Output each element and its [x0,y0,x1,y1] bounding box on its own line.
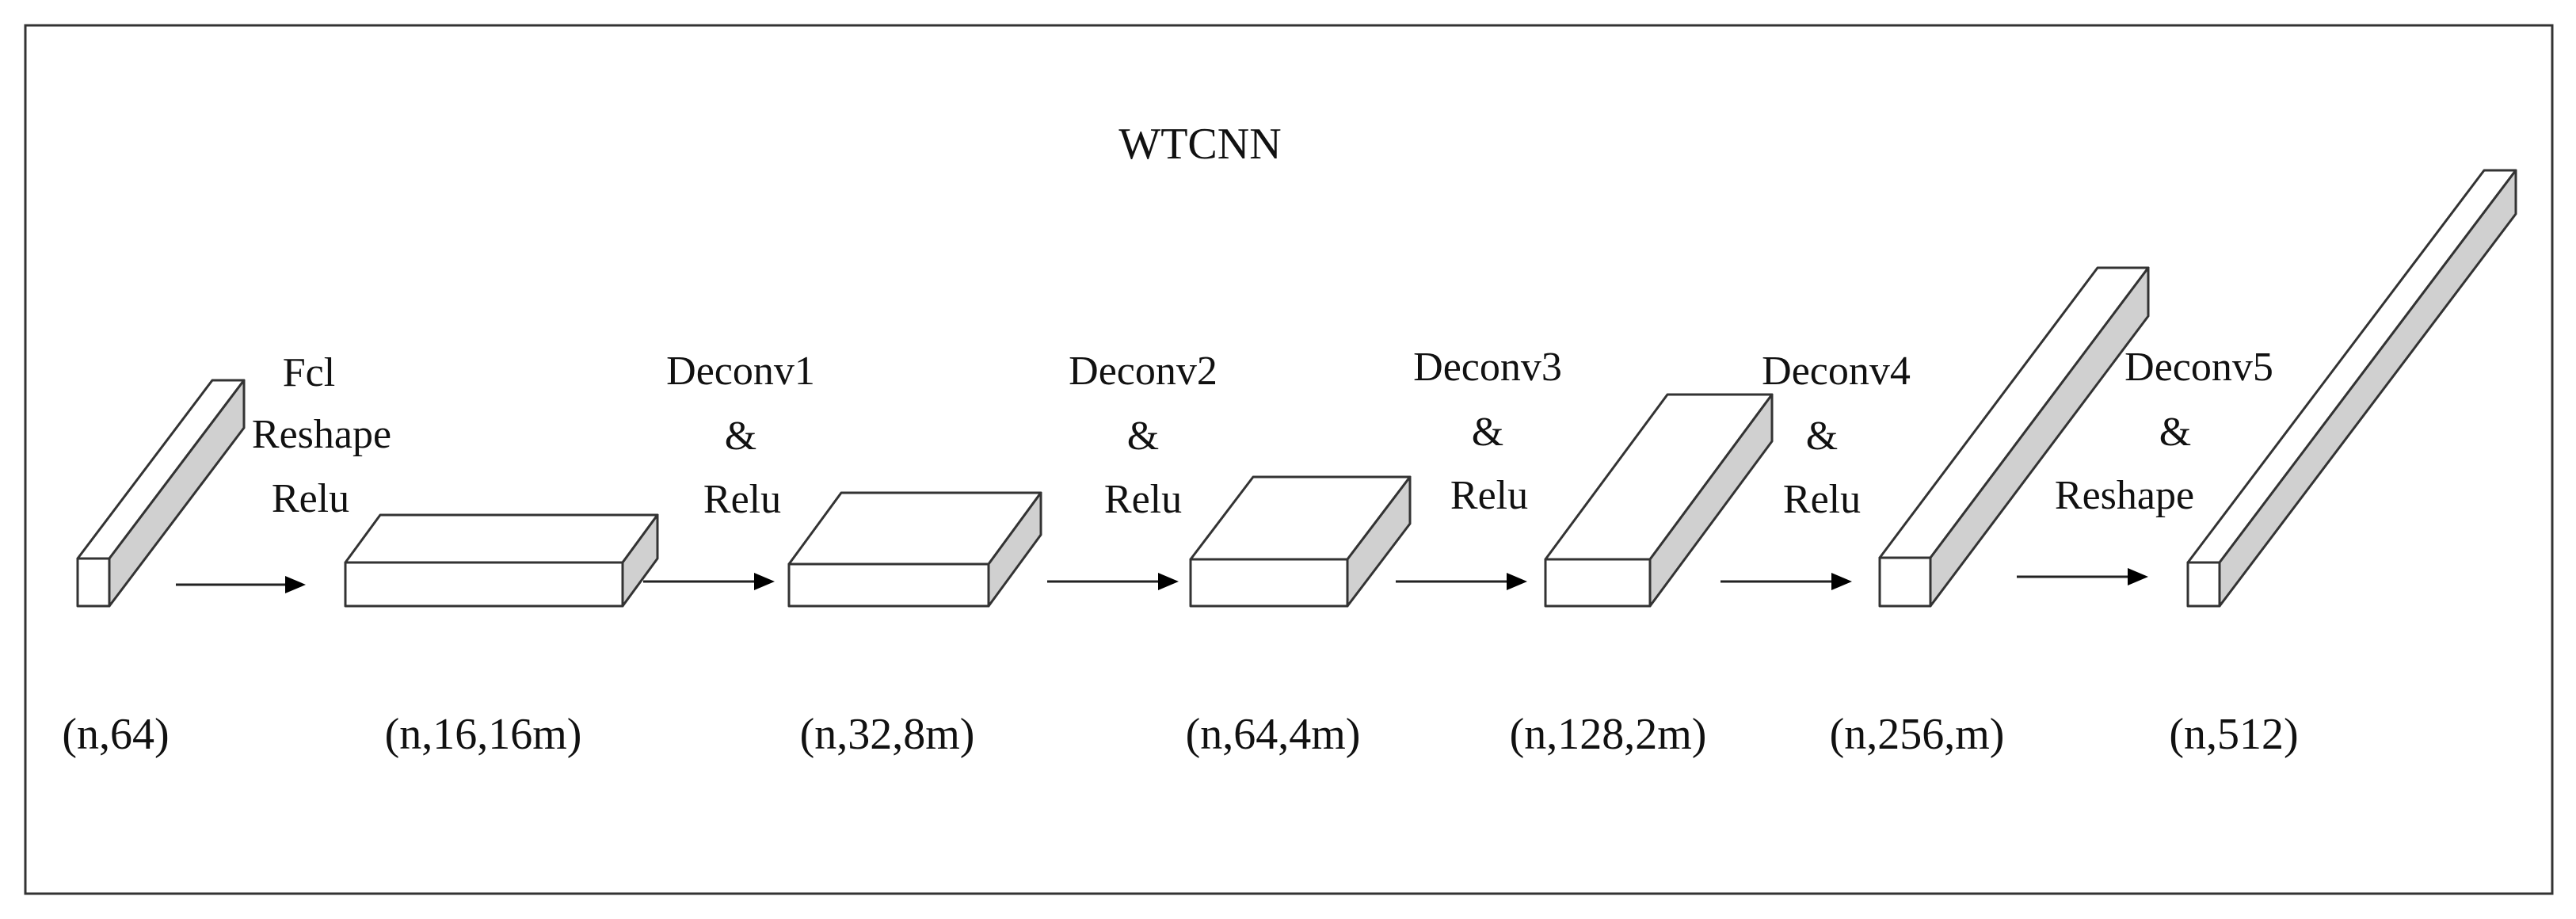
block-d4 [1878,266,2150,608]
block-fc-front [344,561,624,608]
arrow-6-head [2128,568,2148,585]
diagram-title: WTCNN [1118,120,1281,169]
arrow-2 [643,573,775,590]
shape-label-d1: (n,32,8m) [800,710,975,759]
shape-label-d3: (n,128,2m) [1510,710,1707,759]
op-label-d4: Deconv4 & Relu [1762,349,1911,522]
op-d4-line-2: & [1806,414,1838,459]
op-d4-line-1: Deconv4 [1762,349,1911,394]
op-d1-line-2: & [725,414,756,459]
block-input-front [76,557,111,608]
op-d4-line-3: Relu [1783,477,1861,522]
op-d3-line-1: Deconv3 [1413,345,1562,390]
block-d4-front [1878,556,1932,608]
shape-label-input: (n,64) [62,710,169,759]
shape-label-output: (n,512) [2169,710,2298,759]
arrow-4-head [1507,573,1527,590]
op-d3-line-3: Relu [1450,473,1528,518]
op-label-fc: Fcl Reshape Relu [252,350,391,521]
op-label-d3: Deconv3 & Relu [1413,345,1562,518]
block-d2 [1189,475,1412,608]
op-label-d1: Deconv1 & Relu [666,349,815,522]
arrow-2-head [754,573,775,590]
arrow-3 [1047,573,1179,590]
block-fc-top [344,513,659,564]
block-output [2186,169,2517,608]
block-output-front [2186,561,2221,608]
arrow-3-head [1158,573,1179,590]
arrow-1-head [285,576,306,593]
op-fc-line-3: Relu [272,476,349,521]
op-d2-line-3: Relu [1104,477,1182,522]
op-d3-line-2: & [1472,410,1503,455]
op-d5-line-3: Reshape [2055,473,2194,518]
shape-label-fc: (n,16,16m) [385,710,582,759]
op-fc-line-1: Fcl [283,350,335,395]
block-d1-front [787,562,990,608]
op-label-d2: Deconv2 & Relu [1069,349,1218,522]
op-fc-line-2: Reshape [252,412,391,457]
shape-label-d2: (n,64,4m) [1186,710,1361,759]
op-d2-line-2: & [1127,414,1159,459]
op-d1-line-3: Relu [703,477,781,522]
figure-border [24,24,2554,895]
arrow-4 [1396,573,1527,590]
arrow-6 [2017,568,2148,585]
op-d2-line-1: Deconv2 [1069,349,1218,394]
op-d5-line-2: & [2159,410,2191,455]
block-input [76,379,246,608]
arrow-1 [176,576,306,593]
op-label-d5: Deconv5 & Reshape [2055,345,2273,518]
block-fc [344,513,659,608]
block-d3-front [1544,558,1652,608]
op-d5-line-1: Deconv5 [2124,345,2273,390]
op-d1-line-1: Deconv1 [666,349,815,394]
arrow-5 [1721,573,1852,590]
shape-label-d4: (n,256,m) [1830,710,2005,759]
block-d2-front [1189,558,1349,608]
block-d1 [787,491,1042,608]
block-d3 [1544,393,1774,608]
arrow-5-head [1831,573,1852,590]
